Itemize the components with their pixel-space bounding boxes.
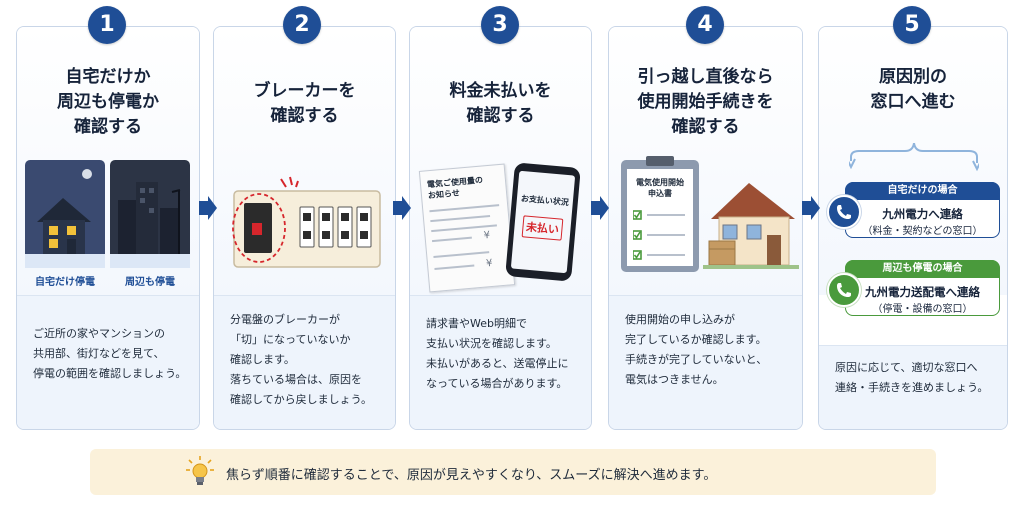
contact-2-name: 九州電力送配電へ連絡 <box>865 285 980 299</box>
step-1-description: ご近所の家やマンションの 共用部、街灯などを見て、 停電の範囲を確認しましょう。 <box>33 327 187 380</box>
smartphone: お支払い状況 未払い <box>505 162 581 282</box>
contact-2-label: 周辺も停電の場合 <box>845 260 1000 278</box>
tip-banner: 焦らず順番に確認することで、原因が見えやすくなり、スムーズに解決へ進めます。 <box>90 449 936 495</box>
contact-1-name: 九州電力へ連絡 <box>882 207 963 221</box>
step-3-number-badge: 3 <box>481 6 519 44</box>
step-card-3: 料金未払いを 確認する 電気ご使用量の お知らせ ¥ ¥ お支払い状況 未払い … <box>409 26 592 430</box>
bill-currency-2: ¥ <box>485 257 494 270</box>
phone-icon <box>827 195 861 229</box>
checklist-icon <box>633 210 685 260</box>
application-clipboard: 電気使用開始 申込書 <box>621 156 699 272</box>
lightbulb-icon <box>186 456 214 485</box>
arrow-right-icon <box>802 196 820 220</box>
step-4-number-badge: 4 <box>686 6 724 44</box>
step-card-2: ブレーカーを 確認する 分電盤のブレーカーが 「切」になっていないか 確認します… <box>213 26 396 430</box>
step-2-number-badge: 2 <box>283 6 321 44</box>
contact-option-area-outage[interactable]: 周辺も停電の場合 九州電力送配電へ連絡 （停電・設備の窓口） <box>845 260 1000 316</box>
step-5-description: 原因に応じて、適切な窓口へ 連絡・手続きを進めましょう。 <box>835 361 989 394</box>
step-3-description: 請求書やWeb明細で 支払い状況を確認します。 未払いがあると、送電停止に なっ… <box>426 317 569 390</box>
area-outage-illustration <box>110 160 190 268</box>
step-card-5: 原因別の 窓口へ進む 自宅だけの場合 九州電力へ連絡 （料金・契約などの窓口） … <box>818 26 1008 430</box>
contact-option-own-house[interactable]: 自宅だけの場合 九州電力へ連絡 （料金・契約などの窓口） <box>845 182 1000 238</box>
step-4-description: 使用開始の申し込みが 完了しているか確認します。 手続きが完了していないと、 電… <box>625 313 768 386</box>
arrow-right-icon <box>393 196 411 220</box>
contact-1-label: 自宅だけの場合 <box>845 182 1000 200</box>
step-2-description: 分電盤のブレーカーが 「切」になっていないか 確認します。 落ちている場合は、原… <box>230 313 373 406</box>
step-4-title: 引っ越し直後なら 使用開始手続きを 確認する <box>637 67 774 137</box>
step-2-title: ブレーカーを 確認する <box>253 81 356 126</box>
new-house-illustration <box>703 183 799 269</box>
breaker-panel-illustration <box>232 176 381 268</box>
step-5-title: 原因別の 窓口へ進む <box>870 67 956 112</box>
bill-currency-1: ¥ <box>483 230 491 242</box>
contact-2-detail: （停電・設備の窓口） <box>872 304 973 315</box>
unpaid-stamp: 未払い <box>521 215 564 241</box>
application-form-title: 電気使用開始 申込書 <box>636 178 684 198</box>
step-3-title: 料金未払いを 確認する <box>449 81 552 126</box>
tip-text: 焦らず順番に確認することで、原因が見えやすくなり、スムーズに解決へ進めます。 <box>226 468 717 483</box>
contact-1-detail: （料金・契約などの窓口） <box>862 226 983 237</box>
arrow-right-icon <box>591 196 609 220</box>
bill-notice: 電気ご使用量の お知らせ ¥ ¥ <box>418 163 516 293</box>
step-1-title: 自宅だけか 周辺も停電か 確認する <box>57 67 159 137</box>
step-card-4: 引っ越し直後なら 使用開始手続きを 確認する 電気使用開始 申込書 <box>608 26 803 430</box>
own-house-outage-label: 自宅だけ停電 <box>35 277 95 288</box>
phone-icon <box>827 273 861 307</box>
arrow-right-icon <box>199 196 217 220</box>
branch-brace <box>849 143 979 172</box>
area-outage-label: 周辺も停電 <box>125 277 175 288</box>
payment-status-header: お支払い状況 <box>520 194 570 208</box>
step-1-number-badge: 1 <box>88 6 126 44</box>
bill-notice-lines <box>429 204 500 270</box>
own-house-outage-illustration <box>25 160 105 268</box>
bill-notice-title: 電気ご使用量の お知らせ <box>426 175 484 201</box>
step-5-number-badge: 5 <box>893 6 931 44</box>
step-card-1: 自宅だけか 周辺も停電か 確認する 自宅だけ停電 周辺も停電 ご近所の家やマンシ… <box>16 26 200 430</box>
